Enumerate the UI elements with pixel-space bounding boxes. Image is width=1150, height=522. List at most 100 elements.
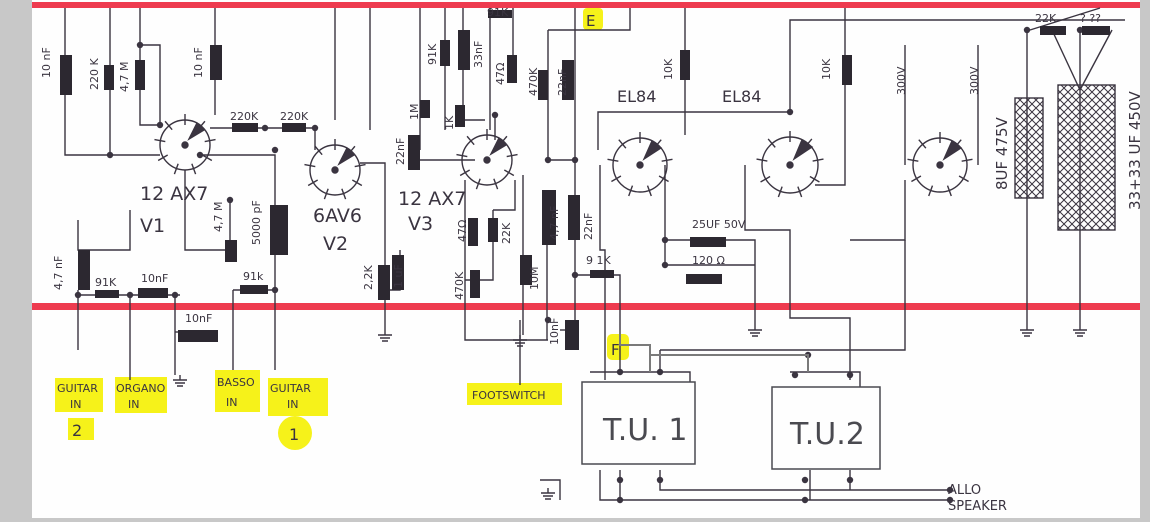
junction-dot	[1076, 26, 1084, 34]
component-body	[378, 265, 390, 300]
r-22k-c-label: 22K	[1035, 12, 1057, 25]
highlights	[55, 8, 629, 450]
el84-2-label: EL84	[722, 87, 761, 106]
junction-dot	[544, 316, 552, 324]
component-body	[1040, 26, 1066, 35]
v1-label: V1	[140, 215, 165, 237]
wire	[790, 371, 861, 387]
junction-dot	[786, 108, 794, 116]
wire	[850, 180, 906, 241]
component-body	[232, 123, 258, 132]
junction-dot	[126, 291, 134, 299]
c-22nf-b-label: 22nF	[394, 138, 407, 165]
component-body	[488, 218, 498, 242]
c-10nf-e-label: 10nF	[548, 318, 561, 345]
wires	[64, 7, 1125, 504]
junction-dot	[571, 271, 579, 279]
component-body	[282, 123, 306, 132]
junction-dot	[271, 286, 279, 294]
component-body	[520, 255, 532, 285]
r-220k-a-label: 220 K	[88, 58, 101, 90]
junction-dot	[661, 261, 669, 269]
highlight-guitar1	[268, 378, 328, 416]
c-5000pf-label: 5000 pF	[250, 200, 263, 245]
guitar2-number: 2	[72, 421, 82, 440]
junction-dot	[946, 486, 954, 494]
wire	[789, 19, 1125, 112]
capacitor-8uf	[1014, 97, 1044, 199]
top-rail	[32, 2, 1140, 8]
junction-dot	[156, 121, 164, 129]
v3-label: V3	[408, 213, 433, 235]
c-22nf-a-label: 22nF	[556, 69, 569, 96]
component-body	[842, 55, 852, 85]
junction-dot	[846, 476, 854, 484]
document-page: T.U. 1 T.U.2 12 AX7 V1 6AV6 V2 12 AX7 V3…	[32, 0, 1140, 518]
component-body	[138, 288, 168, 298]
component-body	[440, 40, 450, 66]
guitar2-line2: IN	[70, 398, 81, 411]
r-unknown-label: ? ??	[1080, 12, 1101, 25]
component-body	[690, 237, 726, 247]
tu1-box	[581, 381, 696, 465]
component-body	[458, 30, 470, 70]
r-220k-c-label: 220K	[280, 110, 309, 123]
wire	[590, 371, 691, 382]
component-body	[408, 135, 420, 170]
junction-dot	[106, 151, 114, 159]
tube-v2	[304, 139, 366, 200]
wire	[599, 470, 950, 501]
marker-f: F	[611, 341, 620, 359]
junction-dot	[171, 291, 179, 299]
junction-dot	[74, 291, 82, 299]
junction-dot	[544, 156, 552, 164]
wire	[659, 470, 950, 491]
c-10nf-b-label: 10 nF	[192, 47, 205, 78]
junction-dot	[311, 124, 319, 132]
wire	[815, 8, 846, 186]
junction-dot	[846, 371, 854, 379]
wire	[540, 479, 561, 500]
speaker-line2: SPEAKER	[948, 499, 1007, 514]
ground-symbol	[1073, 325, 1087, 337]
junction-dot	[801, 496, 809, 504]
r-91k-b-label: 91k	[243, 270, 264, 283]
r-470k-b-label: 470K	[453, 271, 466, 300]
component-body	[470, 270, 480, 298]
el84-1-label: EL84	[617, 87, 656, 106]
junction-dot	[801, 476, 809, 484]
component-body	[590, 270, 614, 278]
component-body	[565, 320, 579, 350]
r-10m-label: 10M	[528, 267, 541, 291]
ground-symbol	[173, 375, 187, 387]
component-body	[507, 55, 517, 83]
guitar1-line2: IN	[287, 398, 298, 411]
component-body	[686, 274, 722, 284]
wire	[139, 8, 161, 125]
wire	[462, 65, 485, 121]
junction-dot	[1023, 26, 1031, 34]
r-10k-a-label: 10K	[662, 58, 675, 80]
tube-el84-2	[756, 131, 824, 198]
component-body	[104, 65, 114, 90]
component-body	[538, 70, 548, 100]
tube-el84-1	[607, 132, 673, 197]
r-10k-b-label: 10K	[820, 58, 833, 80]
junction-dot	[656, 476, 664, 484]
capacitor-33uf	[1057, 84, 1116, 231]
marker-e: E	[586, 12, 595, 30]
component-body	[455, 105, 465, 127]
gray-wire	[619, 330, 809, 372]
v2-type: 6AV6	[313, 205, 362, 227]
component-body	[178, 330, 218, 342]
r-91k-a-label: 91K	[95, 276, 117, 289]
tu2-box	[771, 386, 881, 470]
highlight-guitar2	[55, 378, 103, 412]
basso-line1: BASSO	[217, 376, 255, 389]
junction-dot	[616, 368, 624, 376]
component-body	[60, 55, 72, 95]
highlight-e	[583, 8, 603, 30]
power-rails	[32, 2, 1140, 310]
component-body	[568, 195, 580, 240]
component-body	[420, 100, 430, 118]
